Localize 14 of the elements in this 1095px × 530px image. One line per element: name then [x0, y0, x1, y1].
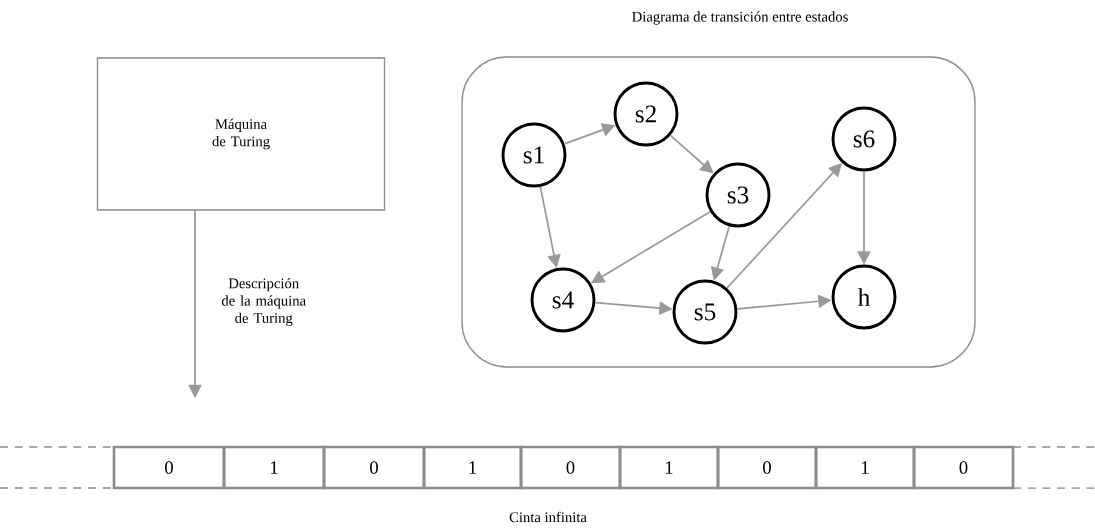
tape-caption: Cinta infinita: [509, 511, 587, 523]
tape-cell: 1: [422, 445, 523, 490]
tape-cell: 0: [112, 445, 226, 490]
tape-cell: 0: [716, 445, 818, 490]
tape-cell: 0: [519, 445, 622, 490]
arrow: [669, 134, 714, 174]
tape-cell: 0: [912, 445, 1015, 490]
tape-cell: 0: [322, 445, 426, 490]
tape-cell: 1: [618, 445, 720, 490]
tape-cell: 1: [814, 445, 916, 490]
machine-box: Máquina de Turing: [96, 57, 386, 211]
frame-heading: Diagrama de transición entre estados: [632, 11, 848, 25]
tape-cell: 1: [222, 445, 326, 490]
edge-label: Descripción de la máquina de Turing: [221, 278, 306, 326]
